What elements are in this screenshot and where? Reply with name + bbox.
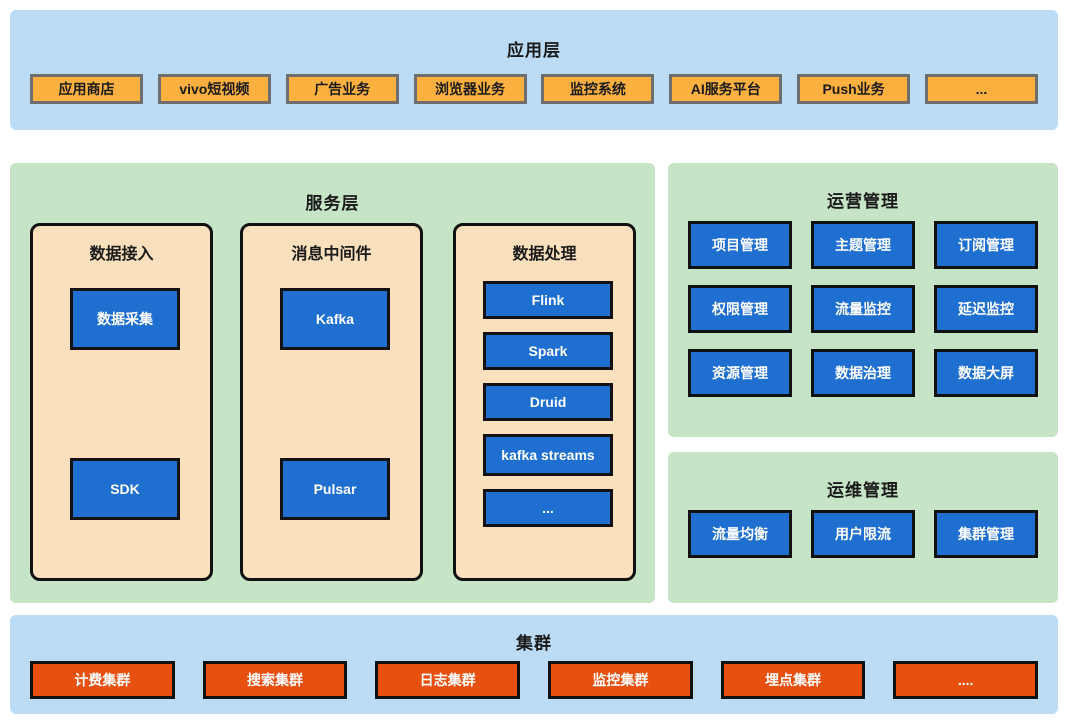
- app-item-monitoring[interactable]: 监控系统: [541, 74, 655, 104]
- service-node-kafka[interactable]: Kafka: [280, 288, 390, 350]
- cluster-layer-items: 计费集群 搜索集群 日志集群 监控集群 埋点集群 ....: [30, 661, 1038, 699]
- ops-item-data-dashboard[interactable]: 数据大屏: [934, 349, 1038, 397]
- cluster-item-tracking[interactable]: 埋点集群: [720, 661, 866, 699]
- application-layer-panel: 应用层 应用商店 vivo短视频 广告业务 浏览器业务 监控系统 AI服务平台 …: [10, 10, 1058, 130]
- service-group-data-ingest-title: 数据接入: [89, 246, 154, 263]
- ops-item-subscription-management[interactable]: 订阅管理: [934, 221, 1038, 269]
- service-node-sdk[interactable]: SDK: [70, 458, 180, 520]
- ops-item-resource-management[interactable]: 资源管理: [688, 349, 792, 397]
- service-group-message-middleware-title: 消息中间件: [291, 246, 372, 263]
- app-item-advertising[interactable]: 广告业务: [285, 74, 399, 104]
- service-node-kafka-streams[interactable]: kafka streams: [483, 434, 613, 476]
- ops-item-traffic-monitoring[interactable]: 流量监控: [811, 285, 915, 333]
- service-group-data-processing-items: Flink Spark Druid kafka streams ...: [483, 281, 613, 527]
- app-item-app-store[interactable]: 应用商店: [30, 74, 143, 104]
- service-group-data-processing: 数据处理 Flink Spark Druid kafka streams ...: [453, 223, 636, 581]
- ops-item-data-governance[interactable]: 数据治理: [811, 349, 915, 397]
- cluster-item-log[interactable]: 日志集群: [375, 661, 520, 699]
- operation-management-items: 项目管理 主题管理 订阅管理 权限管理 流量监控 延迟监控 资源管理 数据治理 …: [688, 221, 1038, 397]
- service-group-data-processing-title: 数据处理: [512, 246, 577, 263]
- maint-item-user-rate-limit[interactable]: 用户限流: [811, 510, 915, 558]
- service-group-data-ingest: 数据接入 数据采集 SDK: [30, 223, 213, 581]
- service-node-more[interactable]: ...: [483, 489, 613, 527]
- application-layer-items: 应用商店 vivo短视频 广告业务 浏览器业务 监控系统 AI服务平台 Push…: [30, 74, 1038, 104]
- maintenance-management-panel: 运维管理 流量均衡 用户限流 集群管理: [668, 452, 1058, 603]
- app-item-browser[interactable]: 浏览器业务: [413, 74, 527, 104]
- operation-management-panel: 运营管理 项目管理 主题管理 订阅管理 权限管理 流量监控 延迟监控 资源管理 …: [668, 163, 1058, 437]
- cluster-item-billing[interactable]: 计费集群: [30, 661, 175, 699]
- service-node-druid[interactable]: Druid: [483, 383, 613, 421]
- service-node-data-collection[interactable]: 数据采集: [70, 288, 180, 350]
- service-group-message-middleware: 消息中间件 Kafka Pulsar: [240, 223, 423, 581]
- maintenance-management-title: 运维管理: [827, 481, 899, 500]
- cluster-item-monitoring[interactable]: 监控集群: [548, 661, 693, 699]
- application-layer-title: 应用层: [507, 41, 561, 60]
- app-item-push[interactable]: Push业务: [797, 74, 911, 104]
- operation-management-title: 运营管理: [827, 192, 899, 211]
- app-item-vivo-short-video[interactable]: vivo短视频: [157, 74, 271, 104]
- service-node-flink[interactable]: Flink: [483, 281, 613, 319]
- service-node-spark[interactable]: Spark: [483, 332, 613, 370]
- cluster-item-more[interactable]: ....: [893, 661, 1038, 699]
- service-layer-panel: 服务层 数据接入 数据采集 SDK 消息中间件 Kafka Pulsar 数据处…: [10, 163, 655, 603]
- maintenance-management-items: 流量均衡 用户限流 集群管理: [688, 510, 1038, 558]
- app-item-ai-platform[interactable]: AI服务平台: [669, 74, 783, 104]
- ops-item-permission-management[interactable]: 权限管理: [688, 285, 792, 333]
- app-item-more[interactable]: ...: [924, 74, 1038, 104]
- maint-item-cluster-management[interactable]: 集群管理: [934, 510, 1038, 558]
- cluster-layer-panel: 集群 计费集群 搜索集群 日志集群 监控集群 埋点集群 ....: [10, 615, 1058, 714]
- cluster-layer-title: 集群: [516, 634, 552, 653]
- service-layer-title: 服务层: [305, 194, 360, 213]
- cluster-item-search[interactable]: 搜索集群: [202, 661, 348, 699]
- ops-item-latency-monitoring[interactable]: 延迟监控: [934, 285, 1038, 333]
- ops-item-topic-management[interactable]: 主题管理: [811, 221, 915, 269]
- ops-item-project-management[interactable]: 项目管理: [688, 221, 792, 269]
- service-node-pulsar[interactable]: Pulsar: [280, 458, 390, 520]
- maint-item-traffic-balancing[interactable]: 流量均衡: [688, 510, 792, 558]
